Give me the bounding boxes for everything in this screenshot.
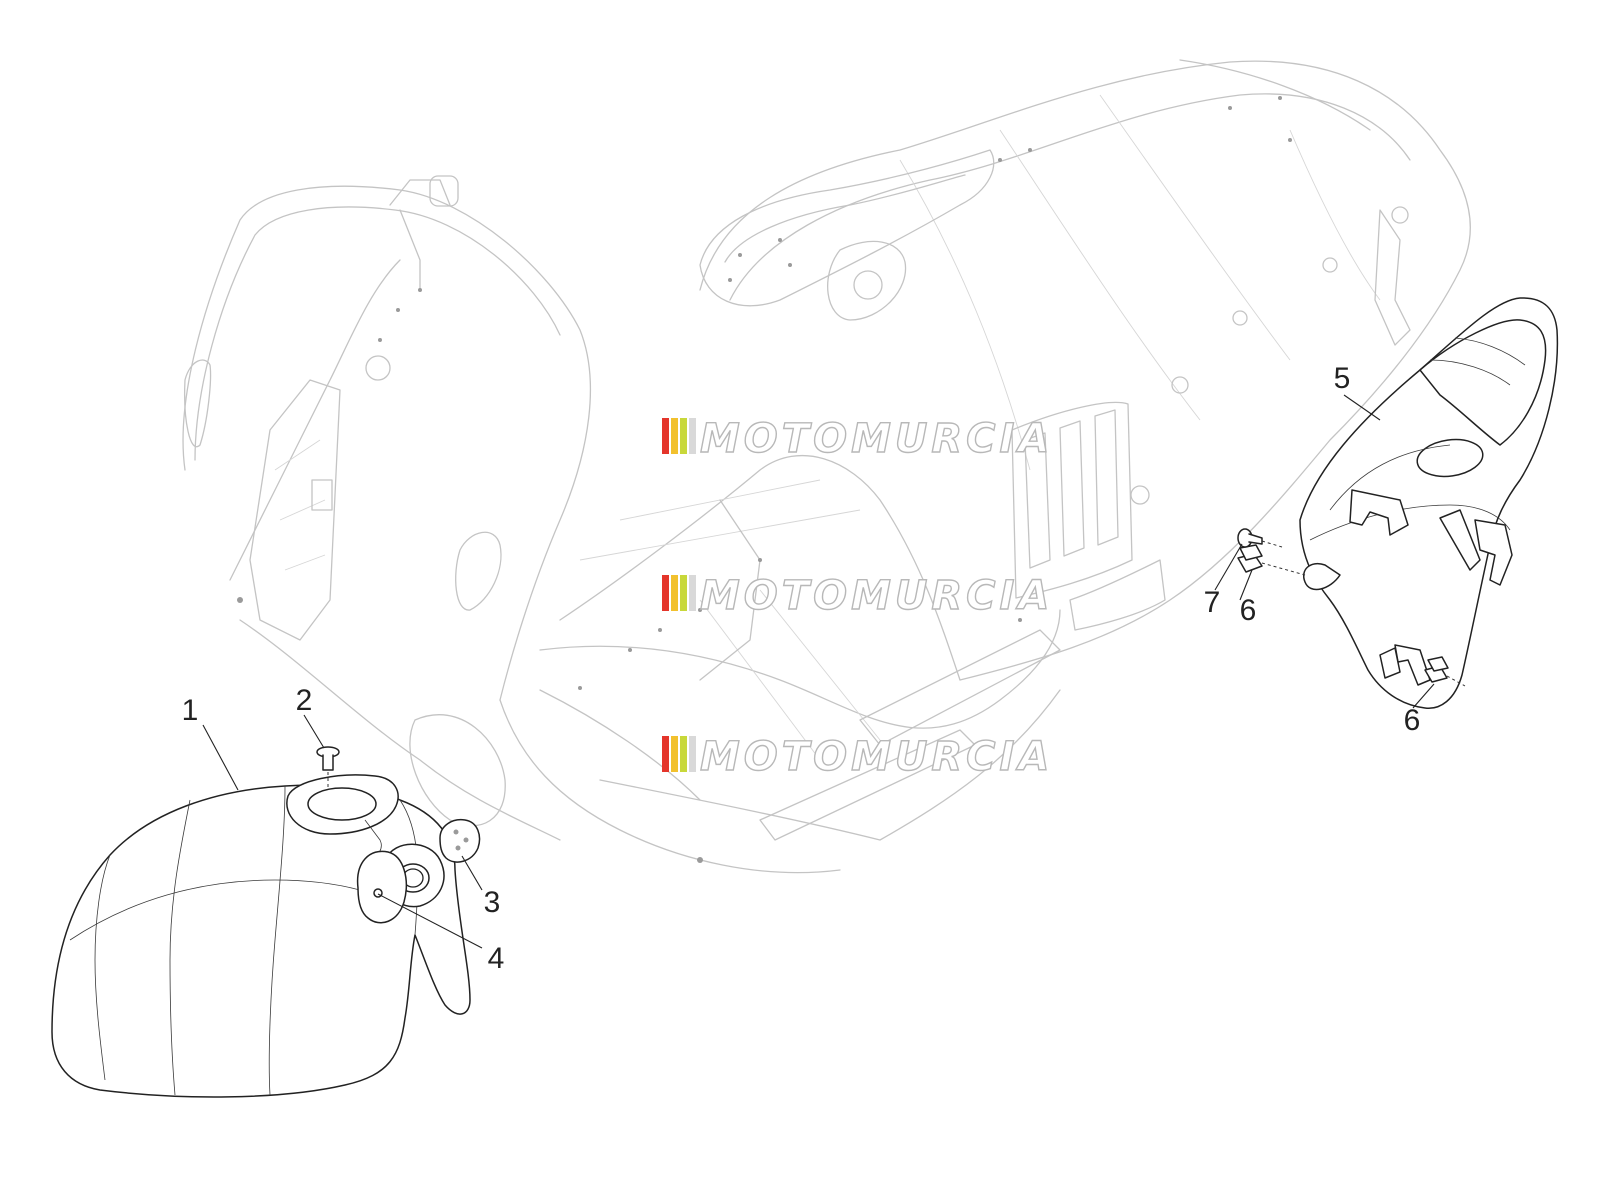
watermark-stripe [662,736,669,772]
callout-5: 5 [1334,362,1351,395]
watermark-stripe [680,418,687,454]
watermark-stripe [689,736,696,772]
callout-1: 1 [182,694,199,727]
side-grille-ghost [1011,401,1133,599]
screw-part-7 [1237,528,1283,548]
emblem-cap [356,850,407,924]
watermark-stripe [680,736,687,772]
front-mudguard [51,774,471,1098]
watermark-stripe [671,736,678,772]
callout-labels: 1 2 3 4 5 6 6 7 [182,362,1421,975]
watermark-stripe [662,418,669,454]
leader-lines [202,394,1435,949]
watermark-top: MOTOMURCIA [662,415,1053,463]
watermark-stripe [689,418,696,454]
rear-mudguard [1299,297,1559,709]
watermark-text: MOTOMURCIA [700,416,1053,462]
watermark-bottom: MOTOMURCIA [662,733,1053,781]
callout-2: 2 [296,684,313,717]
watermark-text: MOTOMURCIA [700,734,1053,780]
callout-3: 3 [484,886,501,919]
watermark-stripe [680,575,687,611]
callout-6-lower: 6 [1404,704,1421,737]
speed-nut-upper [1237,544,1306,576]
watermark-middle: MOTOMURCIA [662,572,1053,620]
callout-7: 7 [1204,586,1221,619]
callout-6-upper: 6 [1240,594,1257,627]
watermark-stripe [671,418,678,454]
scooter-body-ghost [182,59,1472,874]
callout-4: 4 [488,942,505,975]
speed-nut-lower [1424,656,1466,687]
watermark-stripe [671,575,678,611]
watermark-text: MOTOMURCIA [700,573,1053,619]
watermark-stripe [689,575,696,611]
cover-plate [439,818,481,863]
screw-part-2 [316,746,340,790]
watermark-stripe [662,575,669,611]
